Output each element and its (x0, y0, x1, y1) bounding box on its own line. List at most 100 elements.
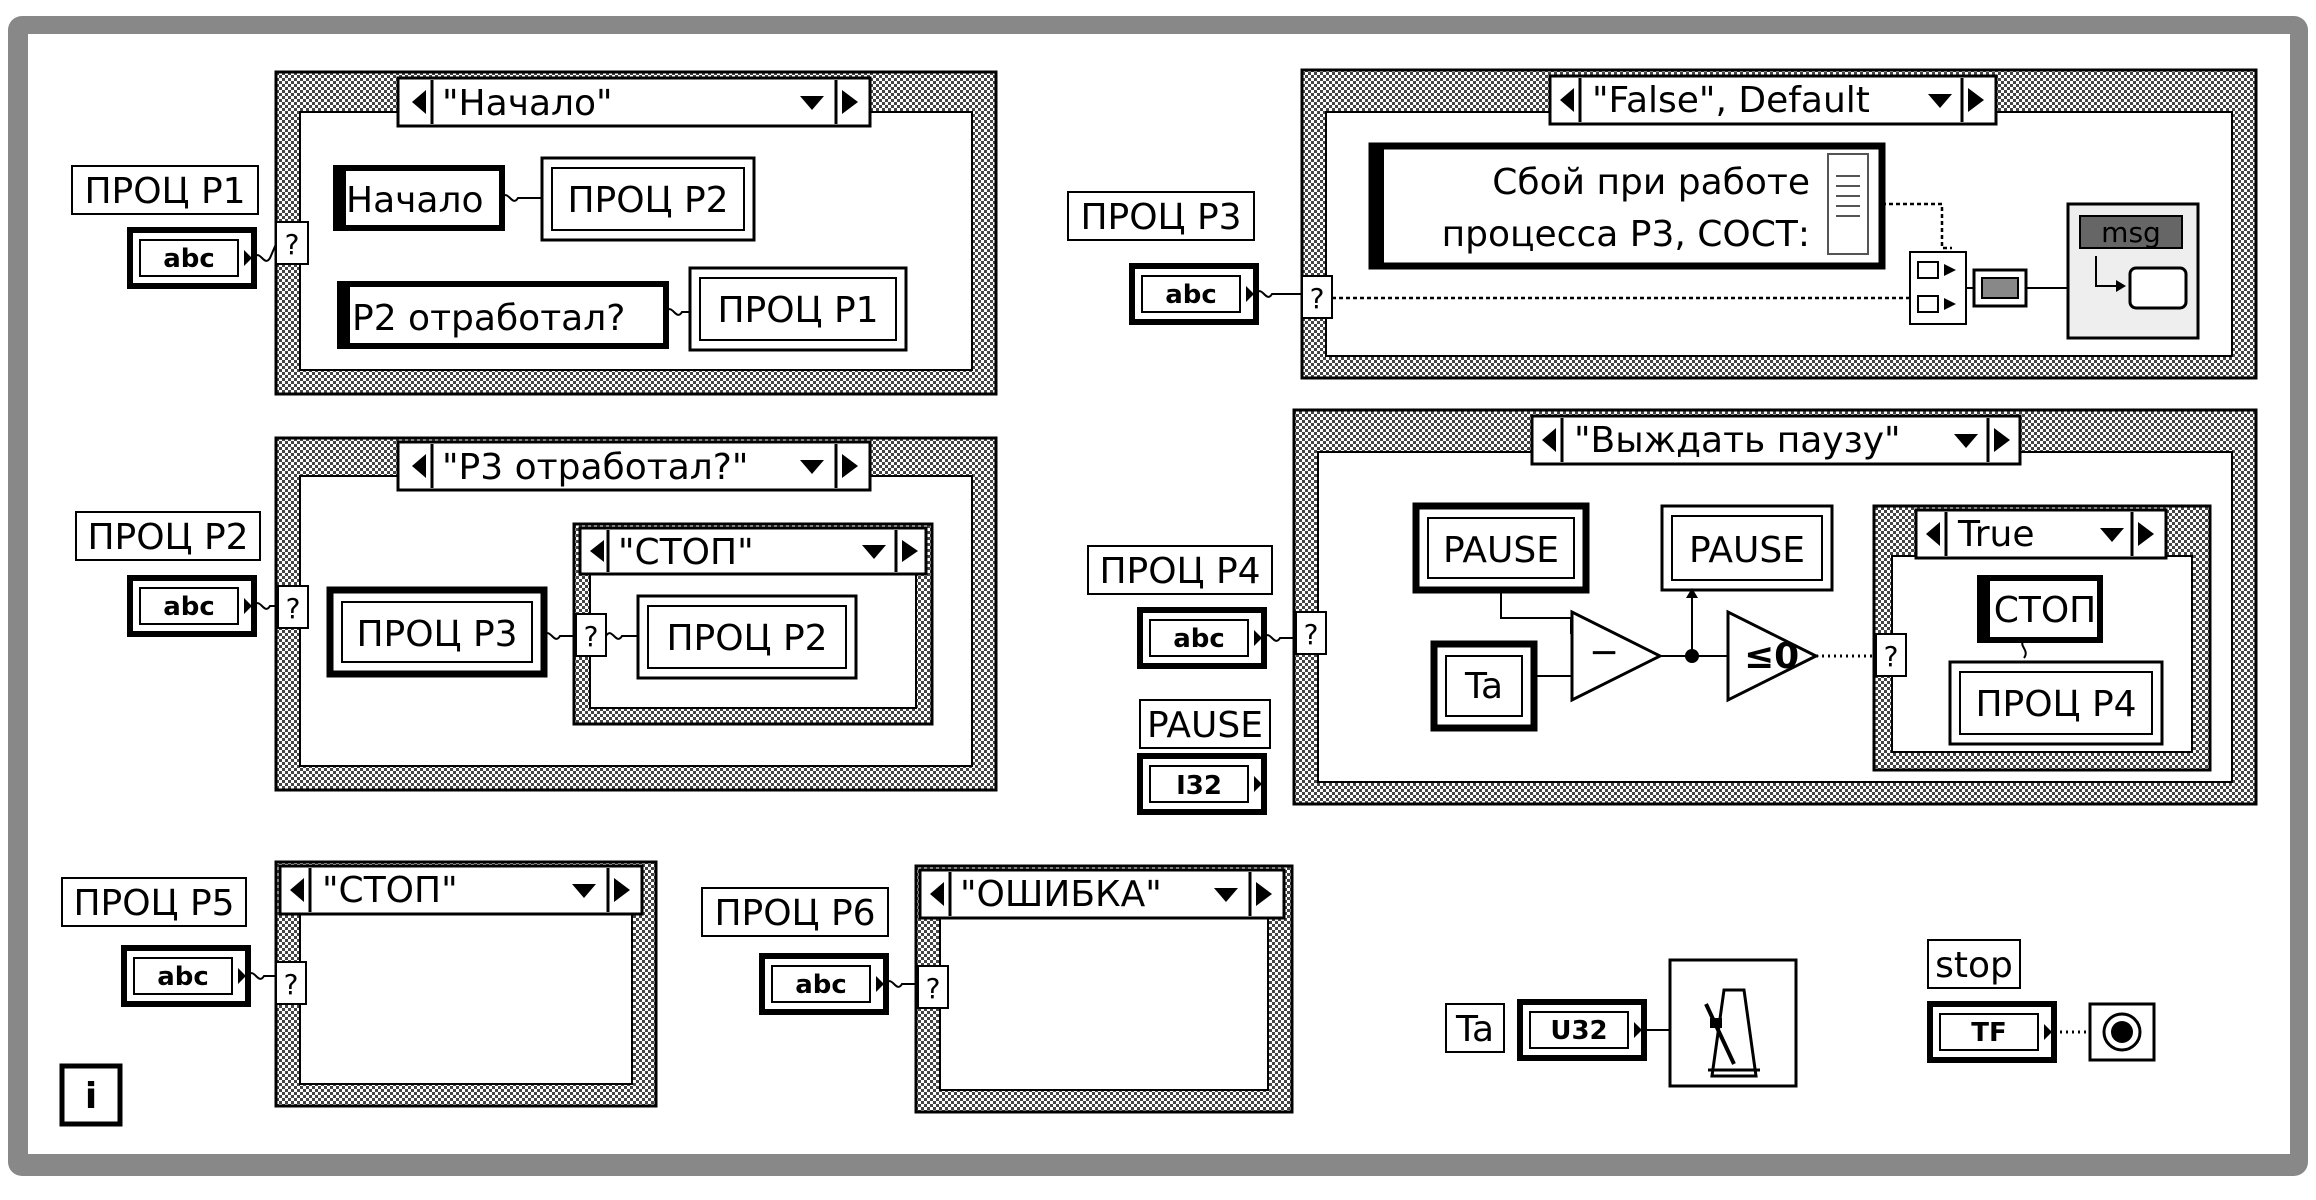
label-pause: PAUSE (1139, 699, 1271, 749)
case-selector-wait-pause[interactable]: "Выждать паузу" (1530, 414, 2022, 466)
local-var-p2-inner[interactable]: ПРОЦ Р2 (636, 594, 858, 680)
dropdown-icon[interactable] (1928, 94, 1952, 108)
svg-text:stop: stop (1935, 945, 2013, 986)
dropdown-icon[interactable] (2100, 528, 2124, 542)
svg-text:abc: abc (795, 970, 847, 1000)
svg-text:Ta: Ta (1455, 1009, 1494, 1050)
dropdown-icon[interactable] (862, 545, 886, 559)
metronome-icon[interactable] (1668, 958, 1798, 1088)
svg-text:True: True (1957, 514, 2034, 555)
dropdown-icon[interactable] (800, 460, 824, 474)
selector-terminal[interactable]: ? (1304, 618, 1319, 651)
svg-text:abc: abc (1173, 624, 1225, 654)
arrow-left-icon[interactable] (1926, 522, 1940, 546)
arrow-left-icon[interactable] (930, 882, 944, 906)
ta-local-variable[interactable]: Ta (1430, 640, 1538, 732)
case-selector-p3-done[interactable]: "Р3 отработал?" (396, 440, 872, 492)
local-var-p1[interactable]: ПРОЦ Р1 (688, 266, 908, 352)
string-convert-icon[interactable] (1972, 268, 2028, 308)
dropdown-icon[interactable] (1954, 434, 1978, 448)
svg-text:"Начало": "Начало" (442, 83, 613, 124)
svg-text:СТОП: СТОП (1994, 590, 2097, 631)
less-equal-zero-function[interactable]: ≤0 (1726, 609, 1820, 703)
svg-text:abc: abc (157, 962, 209, 992)
arrow-right-icon[interactable] (902, 540, 918, 562)
arrow-right-icon[interactable] (1994, 428, 2010, 452)
svg-text:"Р3 отработал?": "Р3 отработал?" (442, 447, 748, 488)
svg-text:ПРОЦ Р4: ПРОЦ Р4 (1975, 684, 2136, 725)
arrow-right-icon[interactable] (1968, 88, 1984, 112)
selector-terminal[interactable]: ? (284, 968, 299, 1001)
string-terminal-p2[interactable]: abc (127, 575, 257, 637)
dropdown-icon[interactable] (1214, 888, 1238, 902)
pause-indicator[interactable]: PAUSE (1660, 504, 1834, 592)
selector-terminal[interactable]: ? (1884, 640, 1899, 673)
case-structure-start: "Начало" ? Начало ПРОЦ Р2 Р2 отработал? (274, 70, 998, 396)
svg-text:ПРОЦ Р6: ПРОЦ Р6 (714, 893, 875, 934)
inner-selector-stop[interactable]: "СТОП" (578, 526, 928, 576)
dropdown-icon[interactable] (572, 884, 596, 898)
one-button-dialog-icon[interactable]: msg (2066, 202, 2200, 340)
constant-stop[interactable]: СТОП (1977, 575, 2103, 643)
arrow-left-icon[interactable] (1560, 88, 1574, 112)
string-terminal-p1[interactable]: abc (127, 227, 257, 289)
svg-text:"Выждать паузу": "Выждать паузу" (1574, 420, 1901, 461)
svg-text:PAUSE: PAUSE (1147, 705, 1263, 746)
scrollbar[interactable] (1827, 153, 1869, 255)
arrow-left-icon[interactable] (290, 878, 304, 902)
msg-icon: msg (2101, 216, 2161, 249)
local-var-p2[interactable]: ПРОЦ Р2 (540, 156, 756, 242)
svg-text:−: − (1589, 632, 1619, 673)
constant-p3[interactable]: ПРОЦ Р3 (326, 586, 548, 678)
stop-condition-icon[interactable] (2088, 1002, 2156, 1062)
string-terminal-p6[interactable]: abc (759, 953, 889, 1015)
svg-text:ПРОЦ Р4: ПРОЦ Р4 (1099, 551, 1260, 592)
label-p3: ПРОЦ Р3 (1067, 191, 1255, 241)
local-var-p4[interactable]: ПРОЦ Р4 (1948, 660, 2164, 746)
svg-text:abc: abc (163, 244, 215, 274)
string-terminal-p4[interactable]: abc (1137, 607, 1267, 669)
message-constant[interactable]: Сбой при работе процесса Р3, СОСТ: (1368, 142, 1886, 270)
arrow-right-icon[interactable] (1256, 882, 1272, 906)
case-selector-false-default[interactable]: "False", Default (1548, 74, 1998, 126)
arrow-right-icon[interactable] (842, 90, 858, 114)
label-ta: Ta (1445, 1003, 1505, 1053)
svg-text:ПРОЦ Р5: ПРОЦ Р5 (73, 883, 234, 924)
concatenate-strings-icon[interactable] (1909, 251, 1967, 325)
selector-terminal[interactable]: ? (286, 592, 301, 625)
arrow-right-icon[interactable] (614, 878, 630, 902)
selector-terminal[interactable]: ? (285, 228, 300, 261)
case-selector-p6[interactable]: "ОШИБКА" (918, 868, 1286, 920)
arrow-left-icon[interactable] (412, 90, 426, 114)
constant-start[interactable]: Начало (333, 165, 505, 231)
label-stop: stop (1927, 939, 2021, 989)
label-p5: ПРОЦ Р5 (61, 877, 247, 927)
selector-terminal[interactable]: ? (584, 620, 599, 653)
dropdown-icon[interactable] (800, 96, 824, 110)
svg-text:I32: I32 (1176, 771, 1222, 801)
boolean-terminal-stop[interactable]: TF (1927, 1001, 2057, 1063)
svg-text:ПРОЦ Р1: ПРОЦ Р1 (84, 171, 245, 212)
svg-text:abc: abc (1165, 280, 1217, 310)
case-selector-start[interactable]: "Начало" (396, 76, 872, 128)
svg-text:≤0: ≤0 (1744, 636, 1799, 677)
arrow-left-icon[interactable] (590, 540, 604, 562)
string-terminal-p5[interactable]: abc (121, 945, 251, 1007)
loop-iteration-terminal: i (59, 1063, 123, 1127)
i32-terminal-pause[interactable]: I32 (1137, 753, 1267, 815)
string-terminal-p3[interactable]: abc (1129, 263, 1259, 325)
selector-terminal[interactable]: ? (926, 972, 941, 1005)
svg-text:TF: TF (1971, 1018, 2007, 1048)
pause-local-variable[interactable]: PAUSE (1412, 502, 1590, 594)
case-selector-p5[interactable]: "СТОП" (278, 864, 644, 916)
selector-terminal[interactable]: ? (1310, 282, 1325, 315)
inner-selector-true[interactable]: True (1914, 508, 2168, 560)
subtract-function[interactable]: − (1570, 609, 1664, 703)
arrow-right-icon[interactable] (842, 454, 858, 478)
u32-terminal-ta[interactable]: U32 (1517, 999, 1647, 1061)
case-structure-p3-done: "Р3 отработал?" ? ПРОЦ Р3 "СТОП" (274, 436, 998, 792)
arrow-left-icon[interactable] (1542, 428, 1556, 452)
constant-p2-done[interactable]: Р2 отработал? (337, 281, 669, 349)
arrow-left-icon[interactable] (412, 454, 426, 478)
arrow-right-icon[interactable] (2138, 522, 2154, 546)
